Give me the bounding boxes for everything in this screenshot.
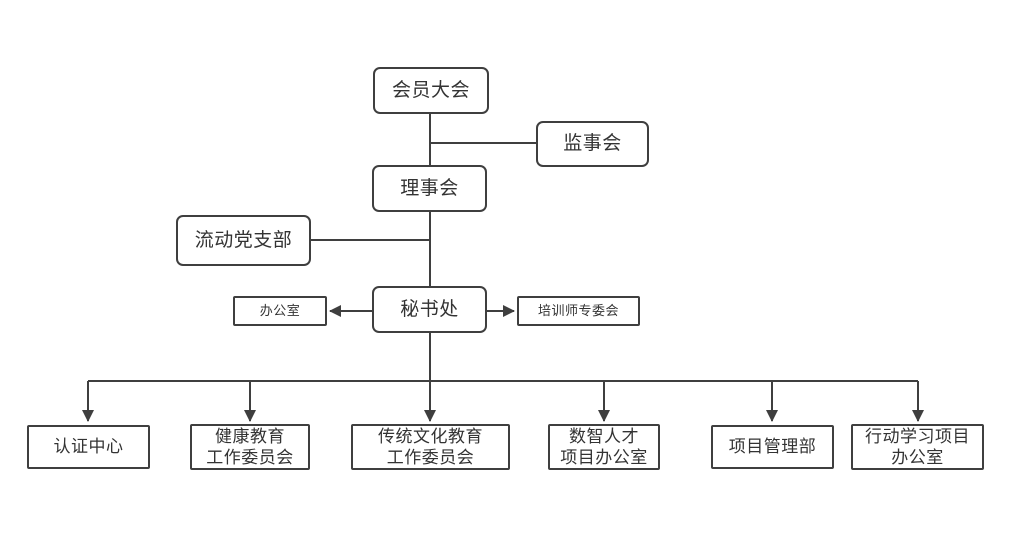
node-project-management: 项目管理部 — [711, 425, 834, 469]
node-members-assembly: 会员大会 — [373, 67, 489, 114]
node-health-education: 健康教育 工作委员会 — [190, 424, 310, 470]
node-digital-talent: 数智人才 项目办公室 — [548, 424, 660, 470]
node-secretariat: 秘书处 — [372, 286, 487, 333]
node-office: 办公室 — [233, 296, 327, 326]
node-council: 理事会 — [372, 165, 487, 212]
node-mobile-party-branch: 流动党支部 — [176, 215, 311, 266]
node-traditional-culture: 传统文化教育 工作委员会 — [351, 424, 510, 470]
node-certification-center: 认证中心 — [27, 425, 150, 469]
node-action-learning: 行动学习项目 办公室 — [851, 424, 984, 470]
node-trainer-committee: 培训师专委会 — [517, 296, 640, 326]
node-supervisory-board: 监事会 — [536, 121, 649, 167]
